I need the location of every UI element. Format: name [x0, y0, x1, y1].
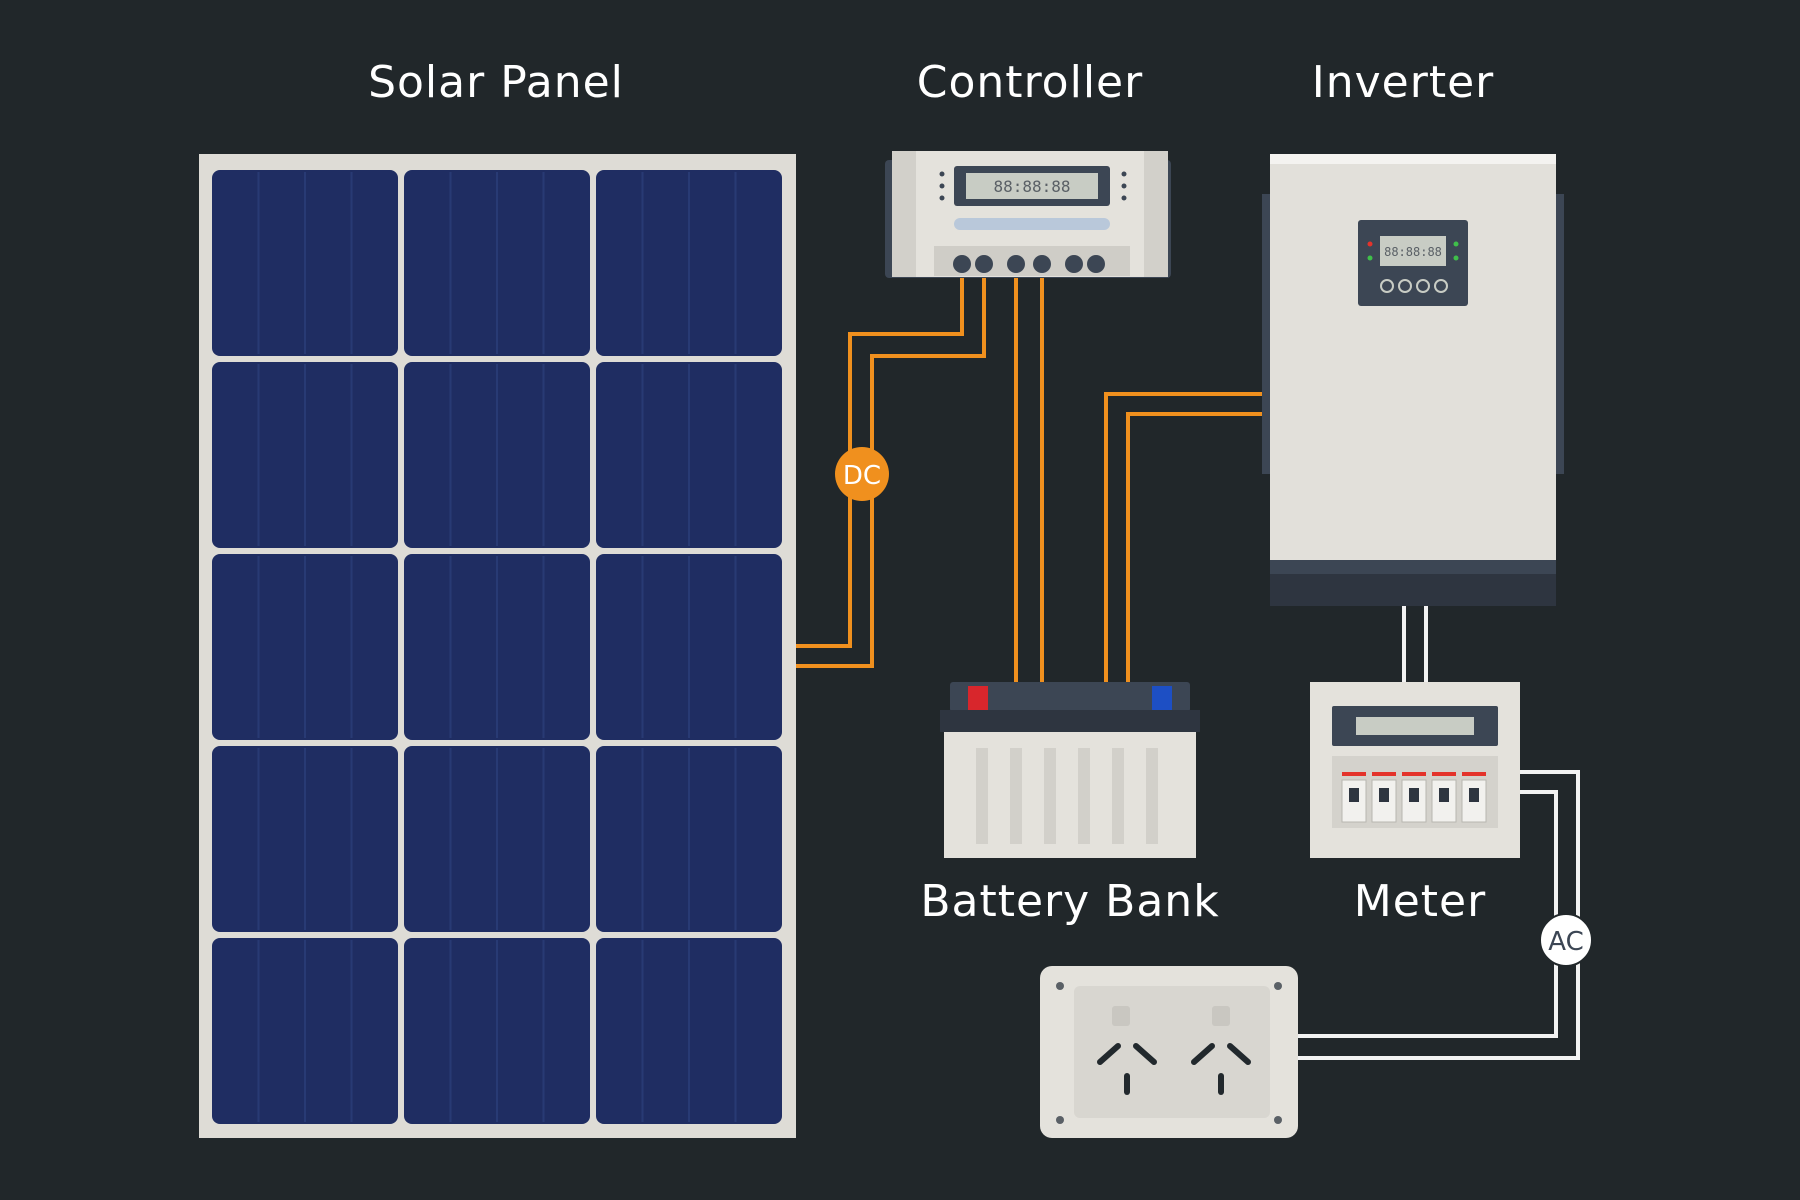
controller-left-edge	[892, 151, 916, 277]
inverter-base-stripe	[1270, 560, 1556, 574]
inverter-battery-wire-inner	[1126, 412, 1262, 682]
controller-right-edge	[1144, 151, 1168, 277]
dc-badge: DC	[835, 447, 889, 501]
inverter-fault-led	[1367, 241, 1373, 247]
ac-badge: AC	[1539, 913, 1593, 967]
power-outlet	[1040, 966, 1298, 1138]
battery-negative-terminal	[1152, 686, 1172, 710]
meter-outlet-wire-inner	[1298, 790, 1558, 1038]
controller-indicator-dots	[939, 171, 1127, 201]
socket-1-left-pin	[1097, 1043, 1121, 1065]
breaker-switch	[1439, 788, 1449, 802]
breaker-indicator	[1432, 772, 1456, 776]
ac-wires	[1298, 606, 1580, 1060]
controller-lcd-digits: 88:88:88	[993, 177, 1070, 196]
controller-status-bar	[954, 218, 1110, 230]
battery-positive-terminal	[968, 686, 988, 710]
meter-outlet-wire-outer	[1298, 770, 1580, 1060]
solar-panel-cells	[212, 170, 782, 1124]
inverter-battery-wire-outer	[1104, 392, 1262, 682]
breaker-indicator	[1342, 772, 1366, 776]
socket-1-right-pin	[1133, 1043, 1157, 1065]
solar-panel	[199, 154, 796, 1138]
meter-breakers	[1341, 772, 1487, 823]
inverter-top-edge	[1270, 154, 1556, 164]
solar-panel-label: Solar Panel	[368, 57, 624, 108]
battery-top-cover	[950, 682, 1190, 712]
panel-controller-wire-inner	[796, 278, 986, 668]
dc-wires	[796, 278, 1262, 682]
battery-cell-ribs	[976, 748, 1158, 844]
meter-label: Meter	[1353, 876, 1487, 927]
battery-lid	[940, 710, 1200, 732]
outlet-sockets	[1097, 1043, 1251, 1095]
outlet-screws	[1056, 982, 1282, 1124]
breaker-switch	[1469, 788, 1479, 802]
inverter-lcd	[1380, 236, 1446, 266]
controller-terminals	[953, 255, 1105, 273]
inverter-led-right-1	[1453, 241, 1459, 247]
outlet-switches	[1112, 1006, 1230, 1026]
inverter: 88:88:88	[1262, 154, 1564, 606]
inverter-label: Inverter	[1311, 57, 1495, 108]
breaker-switch	[1409, 788, 1419, 802]
inverter-buttons	[1380, 279, 1448, 293]
breaker-indicator	[1462, 772, 1486, 776]
controller-lcd	[966, 173, 1098, 199]
socket-2-right-pin	[1227, 1043, 1251, 1065]
breaker-switch	[1379, 788, 1389, 802]
battery-bank	[940, 682, 1200, 858]
charge-controller: 88:88:88	[885, 151, 1171, 278]
meter-box	[1310, 682, 1520, 858]
inverter-base	[1270, 574, 1556, 606]
battery-bank-label: Battery Bank	[920, 876, 1220, 927]
ac-badge-text: AC	[1548, 927, 1583, 957]
breaker-indicator	[1372, 772, 1396, 776]
controller-label: Controller	[916, 57, 1144, 108]
inverter-ok-led	[1367, 255, 1373, 261]
breaker-switch	[1349, 788, 1359, 802]
panel-controller-wire-outer	[796, 278, 964, 648]
inverter-lcd-digits: 88:88:88	[1384, 245, 1442, 259]
breaker-indicator	[1402, 772, 1426, 776]
inverter-led-right-2	[1453, 255, 1459, 261]
dc-badge-text: DC	[843, 461, 881, 491]
socket-2-left-pin	[1191, 1043, 1215, 1065]
meter-display	[1356, 717, 1474, 735]
